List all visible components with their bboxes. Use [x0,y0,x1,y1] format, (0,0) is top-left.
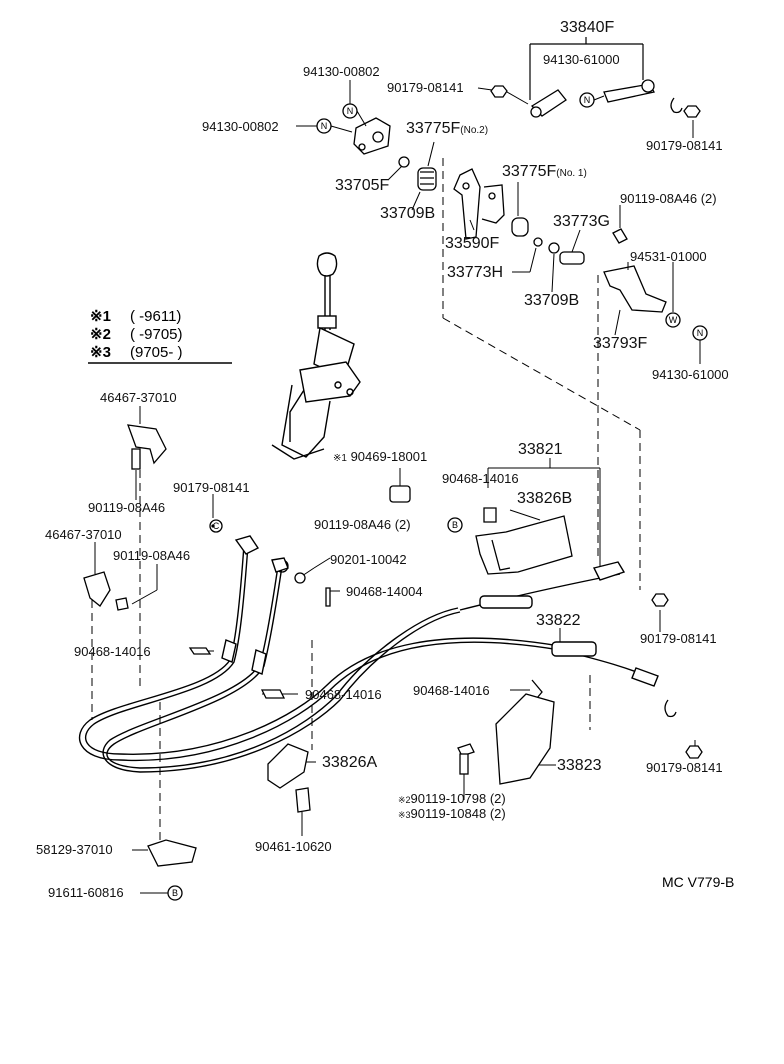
label-33775F-no1: 33775F(No. 1) [502,163,587,183]
label-46467-37010-b: 46467-37010 [45,527,122,542]
label-94130-00802-left: 94130-00802 [202,119,279,134]
label-90461-10620: 90461-10620 [255,839,332,854]
label-90119-10798-number: 90119-10798 (2) [410,791,506,806]
callout-N-4: N [697,328,704,338]
legend-row-2: ※2 ( -9705) [90,326,240,344]
label-90119-08A46-a: 90119-08A46 [88,500,166,515]
label-90119-10848: ※390119-10848 (2) [398,807,506,822]
lower-hardware [83,424,703,867]
callout-N-1: N [347,106,354,116]
label-90179-08141-d: 90179-08141 [640,631,717,646]
label-33775F-no2-suffix: (No.2) [460,125,489,136]
legend-key-2: ※2 [90,326,111,343]
label-90201-10042: 90201-10042 [330,552,407,567]
label-94531-01000: 94531-01000 [630,249,707,264]
shift-cables [79,535,659,773]
label-58129-37010: 58129-37010 [36,842,113,857]
label-33709B-b: 33709B [524,292,580,309]
bracket-33840F [529,37,644,100]
legend-key-1: ※1 [90,308,111,325]
label-90119-08A46-b: 90119-08A46 [113,548,191,563]
shift-lever-assembly [271,252,361,460]
label-90179-08141-e: 90179-08141 [646,760,723,775]
legend-key-3: ※3 [90,344,111,361]
label-90119-10848-prefix: ※3 [398,810,411,820]
label-33826A: 33826A [322,754,378,771]
label-90179-08141-a: 90179-08141 [387,80,464,95]
label-90179-08141-c: 90179-08141 [173,480,250,495]
label-33793F: 33793F [593,335,648,352]
label-33705F: 33705F [335,177,390,194]
label-33826B: 33826B [517,490,573,507]
label-90468-14016-a: 90468-14016 [442,471,519,486]
callout-N-3: N [584,95,591,105]
label-90468-14004: 90468-14004 [346,584,423,599]
label-46467-37010-a: 46467-37010 [100,390,177,405]
label-90468-14016-c: 90468-14016 [305,687,382,702]
label-33709B-a: 33709B [380,205,436,222]
label-94130-00802-top: 94130-00802 [303,64,380,79]
label-90179-08141-b: 90179-08141 [646,138,723,153]
label-33823: 33823 [557,757,602,774]
label-90469-18001-number: 90469-18001 [350,449,428,464]
label-90469-18001-prefix: ※1 [333,453,347,464]
legend-value-1: ( -9611) [130,308,182,325]
label-33775F-no2: 33775F(No.2) [406,120,488,140]
label-90119-08A46-2-mid: 90119-08A46 (2) [314,517,411,532]
callout-C-1: C [213,521,220,531]
legend-row-3: ※3 (9705- ) [90,344,240,362]
label-94130-61000-top: 94130-61000 [543,52,620,67]
callout-B-2: B [172,888,178,898]
label-33840F: 33840F [560,19,615,36]
label-33775F-no1-suffix: (No. 1) [556,168,587,179]
label-90119-10798: ※290119-10798 (2) [398,792,506,807]
callout-W: W [669,315,678,325]
legend-value-2: ( -9705) [130,326,183,343]
label-94130-61000-right: 94130-61000 [652,367,729,382]
callout-N-2: N [321,121,328,131]
label-90469-18001: ※1 90469-18001 [333,450,427,466]
label-33773G: 33773G [553,213,610,230]
variant-legend: ※1 ( -9611) ※2 ( -9705) ※3 (9705- ) [90,308,240,362]
label-90119-10848-number: 90119-10848 (2) [410,806,506,821]
legend-value-3: (9705- ) [130,344,183,361]
label-90119-08A46-2-top: 90119-08A46 (2) [620,191,717,206]
legend-row-1: ※1 ( -9611) [90,308,240,326]
callout-B-1: B [452,520,458,530]
label-90119-10798-prefix: ※2 [398,795,411,805]
callout-letters: N N N W N B B C C [172,95,703,898]
leader-lines [94,80,701,894]
label-33775F-no2-number: 33775F [406,120,461,137]
label-33822: 33822 [536,612,581,629]
label-90468-14016-b: 90468-14016 [74,644,151,659]
label-33590F: 33590F [445,235,500,252]
label-33821: 33821 [518,441,563,458]
diagram-code: MC V779-B [662,874,735,890]
upper-linkage-parts [353,79,701,313]
label-90468-14016-d: 90468-14016 [413,683,490,698]
label-33775F-no1-number: 33775F [502,163,557,180]
callout-circles [167,92,708,901]
label-91611-60816: 91611-60816 [48,885,124,900]
label-33773H: 33773H [447,264,504,281]
